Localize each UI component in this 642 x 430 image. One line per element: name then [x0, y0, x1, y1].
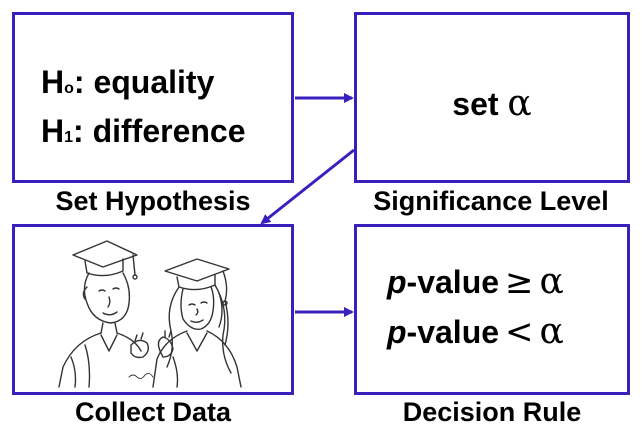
h0-symbol: H	[41, 64, 65, 100]
hypothesis-statements: Ho: equality H1: difference	[41, 61, 246, 159]
decision-rule-caption: Decision Rule	[402, 397, 582, 427]
significance-statement: set α	[357, 83, 627, 124]
collect-data-box	[12, 224, 294, 395]
rule2-text: -value	[406, 314, 500, 350]
decision-rule-box: p-value≥α p-value<α	[354, 224, 630, 395]
graduates-clipart	[58, 240, 242, 388]
collect-data-caption: Collect Data	[74, 397, 232, 427]
h1-symbol: H	[41, 113, 65, 149]
significance-box: set α	[354, 12, 630, 183]
null-hypothesis: Ho: equality	[41, 61, 246, 110]
hypothesis-box: Ho: equality H1: difference	[12, 12, 294, 183]
hypothesis-caption: Set Hypothesis	[55, 186, 251, 216]
rule-fail-to-reject: p-value≥α	[387, 257, 564, 307]
rule1-alpha: α	[539, 261, 564, 302]
rule1-operator: ≥	[505, 262, 534, 302]
arrow-significance-to-collect	[260, 148, 355, 225]
h0-subscript: o	[64, 80, 74, 97]
alpha-symbol: α	[507, 83, 532, 124]
h1-text: : difference	[73, 113, 246, 149]
rule2-operator: <	[505, 312, 534, 352]
set-label: set	[452, 86, 499, 122]
rule2-p: p	[387, 314, 407, 350]
rule2-alpha: α	[539, 311, 564, 352]
alternative-hypothesis: H1: difference	[41, 110, 246, 159]
rule-reject: p-value<α	[387, 307, 564, 357]
significance-caption: Significance Level	[373, 186, 609, 216]
h0-text: : equality	[73, 64, 215, 100]
decision-rules: p-value≥α p-value<α	[387, 257, 564, 357]
rule1-text: -value	[406, 264, 500, 300]
rule1-p: p	[387, 264, 407, 300]
h1-subscript: 1	[64, 129, 74, 146]
